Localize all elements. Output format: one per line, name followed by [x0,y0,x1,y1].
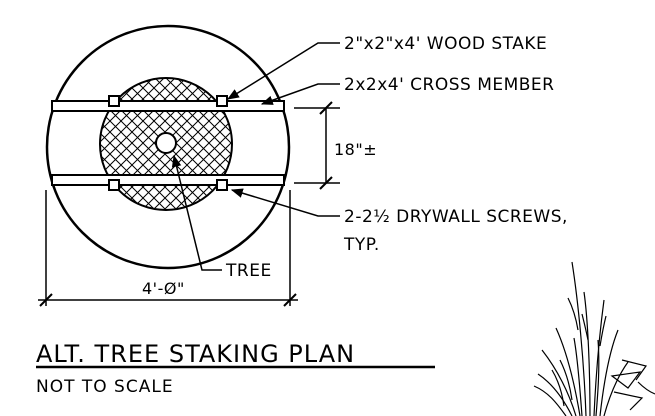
label-drywall-screws: 2-2½ DRYWALL SCREWS, [344,207,568,227]
drawing-scale-note: NOT TO SCALE [36,377,174,397]
drawing-title: ALT. TREE STAKING PLAN [36,340,355,368]
dim-tick [39,293,53,307]
label-typical: TYP. [343,235,380,255]
wood-stake [216,95,228,107]
wood-stake [108,179,120,191]
leader-screws [230,188,340,217]
cross-member-bottom [51,174,285,186]
wood-stake [216,179,228,191]
foliage-sketch [533,261,655,416]
label-wood-stake: 2"x2"x4' WOOD STAKE [344,34,547,54]
label-width-dimension: 4'-Ø" [142,279,185,298]
label-spacing-dimension: 18"± [334,140,377,159]
leader-cross-member [260,83,340,105]
tree-trunk [155,132,177,154]
cross-member-top [51,100,285,112]
wood-stake [108,95,120,107]
dim-tick [319,101,333,115]
leader-tree [171,154,222,271]
label-cross-member: 2x2x4' CROSS MEMBER [344,75,555,95]
dim-tick [283,293,297,307]
label-tree: TREE [225,261,272,281]
dim-tick [319,176,333,190]
leader-stake [226,42,340,100]
planting-area-circle [45,24,291,270]
